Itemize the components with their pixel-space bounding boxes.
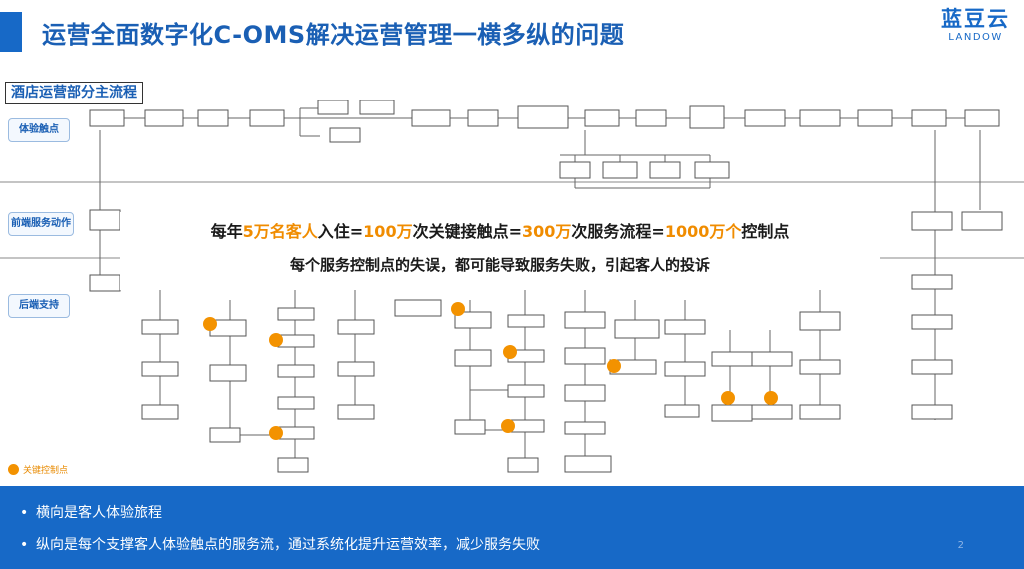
stage-front-service: 前端服务动作 — [8, 212, 74, 236]
metrics-text: 控制点 — [741, 222, 790, 241]
control-point-warning: 每个服务控制点的失误，都可能导致服务失败，引起客人的投诉 — [289, 256, 710, 274]
page-number: 2 — [957, 540, 964, 551]
metrics-text: 每年 — [210, 222, 243, 241]
bullet-text: 横向是客人体验旅程 — [36, 505, 162, 521]
process-flow-diagram: 体验触点 前端服务动作 后端支持 — [0, 99, 1024, 480]
page-title: 运营全面数字化C-OMS解决运营管理一横多纵的问题 — [42, 21, 625, 49]
key-metrics-banner: 每年5万名客人入住=100万次关键接触点=300万次服务流程=1000万个控制点… — [120, 212, 880, 290]
logo-chinese-text: 蓝豆云 — [941, 7, 1010, 31]
bullet-item: • 纵向是每个支撑客人体验触点的服务流，通过系统化提升运营效率，减少服务失败 — [20, 534, 540, 554]
control-point-dot-icon — [8, 464, 19, 475]
metric-highlight: 5万名客人 — [242, 222, 318, 241]
flow-chart-svg — [0, 99, 1024, 473]
legend: 关键控制点 — [8, 463, 68, 476]
metrics-text: 入住= — [317, 222, 364, 241]
legend-label: 关键控制点 — [23, 466, 69, 476]
company-logo: 蓝豆云 LANDOW — [941, 6, 1010, 43]
bullet-item: • 横向是客人体验旅程 — [20, 502, 162, 522]
logo-english-text: LANDOW — [948, 32, 1003, 43]
bullet-dot-icon: • — [20, 537, 29, 553]
section-label: 酒店运营部分主流程 — [5, 82, 143, 104]
stage-experience-touchpoint: 体验触点 — [8, 118, 70, 142]
metric-highlight: 1000万个 — [664, 222, 742, 241]
metrics-text: 次关键接触点= — [412, 222, 522, 241]
stage-back-support: 后端支持 — [8, 294, 70, 318]
metric-highlight: 300万 — [522, 222, 572, 241]
title-accent-bar — [0, 12, 22, 52]
summary-footer: • 横向是客人体验旅程 • 纵向是每个支撑客人体验触点的服务流，通过系统化提升运营效… — [0, 486, 1024, 569]
bullet-dot-icon: • — [20, 505, 29, 521]
metrics-statement: 每年5万名客人入住=100万次关键接触点=300万次服务流程=1000万个控制点 — [120, 218, 880, 242]
metric-highlight: 100万 — [363, 222, 413, 241]
metrics-text: 次服务流程= — [571, 222, 665, 241]
bullet-text: 纵向是每个支撑客人体验触点的服务流，通过系统化提升运营效率，减少服务失败 — [36, 537, 540, 553]
